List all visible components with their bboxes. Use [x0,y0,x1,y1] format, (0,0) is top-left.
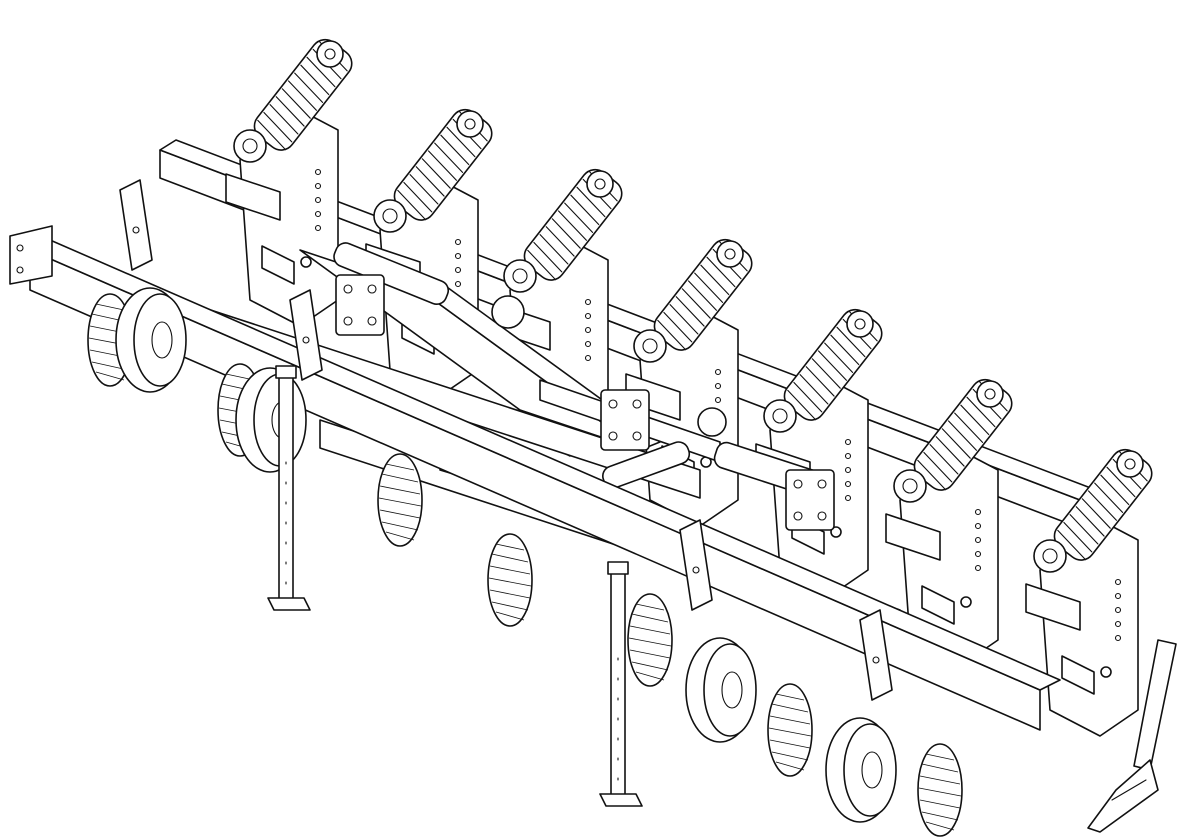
shank-5 [756,304,887,596]
end-shank-point [1087,639,1177,833]
depth-brackets [119,179,893,701]
parking-stand-right [599,561,643,807]
